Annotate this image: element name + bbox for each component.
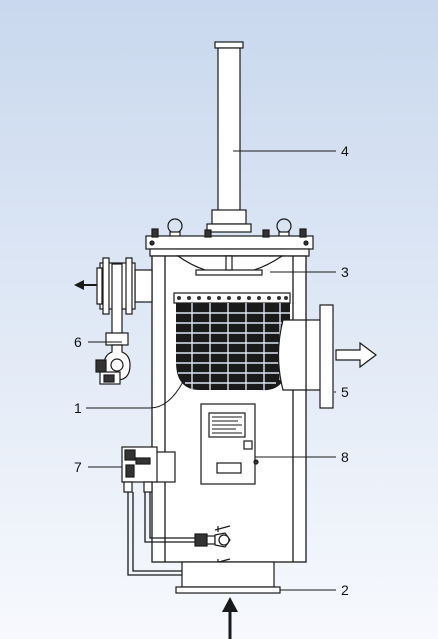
callout-7: 7 xyxy=(74,459,82,475)
inlet-flange xyxy=(175,561,281,594)
callout-6: 6 xyxy=(74,334,82,350)
actuator-cylinder xyxy=(206,41,252,233)
outlet-arrow xyxy=(335,341,377,369)
control-panel xyxy=(200,403,259,485)
leader-lines xyxy=(86,150,336,591)
pressure-tubing xyxy=(127,492,198,576)
callout-4: 4 xyxy=(341,143,349,159)
callout-5: 5 xyxy=(341,384,349,400)
cleaning-disc xyxy=(176,255,284,276)
inlet-arrow xyxy=(222,597,238,639)
filter-screen xyxy=(173,292,291,391)
outlet-flange xyxy=(277,304,334,409)
motor-unit xyxy=(121,446,176,493)
callout-1: 1 xyxy=(74,400,82,416)
drain-arrow xyxy=(74,280,97,290)
callout-2: 2 xyxy=(341,582,349,598)
callout-3: 3 xyxy=(341,264,349,280)
upper-tap-valve xyxy=(194,525,231,548)
callout-8: 8 xyxy=(341,449,349,465)
